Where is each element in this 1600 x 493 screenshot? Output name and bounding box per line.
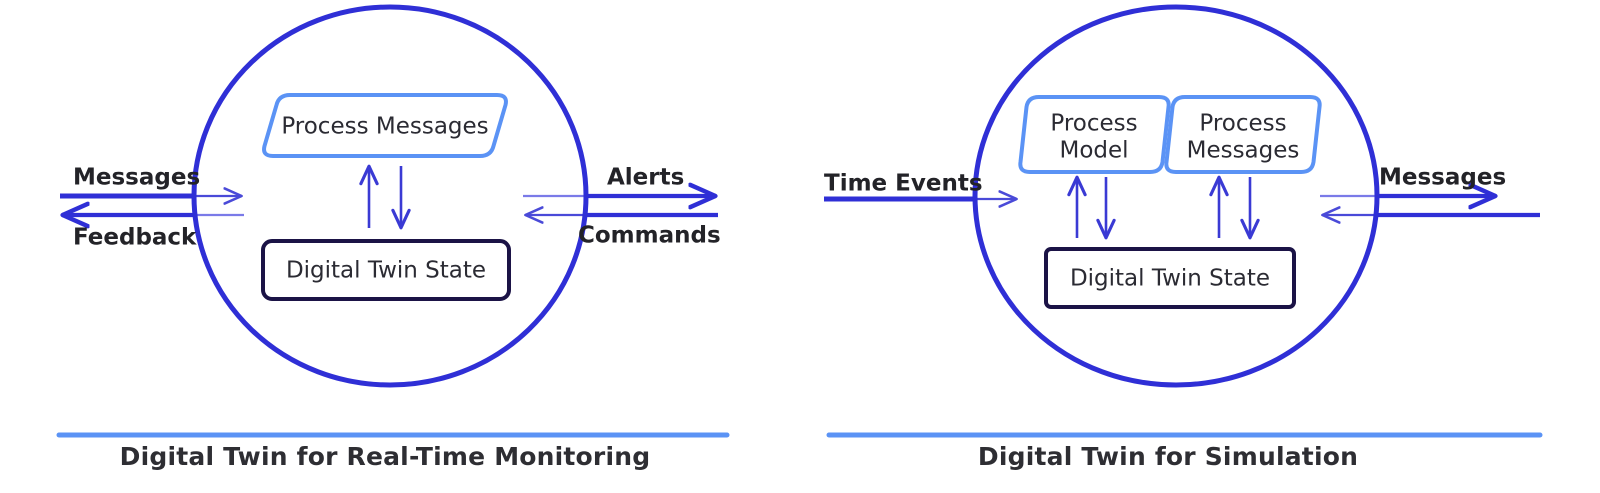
process-box-label-line1: Process — [1050, 111, 1137, 137]
process-box-label: Process Messages — [281, 114, 488, 140]
process-box-shape — [262, 93, 508, 158]
flow-label-messages: Messages — [73, 165, 200, 191]
panel-title-panel1: Digital Twin for Real-Time Monitoring — [120, 442, 651, 471]
flow-label-messages-panel2: Messages — [1379, 165, 1506, 191]
process-box-label-line2: Messages — [1187, 138, 1300, 164]
process-box-label-line2: Model — [1059, 138, 1128, 164]
left-flow-group-panel1 — [60, 196, 244, 215]
panel-simulation: Process Model Process Messages Digital T… — [824, 4, 1543, 471]
internal-flow-group-panel2 — [1067, 175, 1260, 240]
flow-label-alerts: Alerts — [607, 165, 684, 191]
flow-label-time-events: Time Events — [824, 171, 983, 197]
twin-boundary-circle — [191, 4, 589, 388]
state-box-shape — [1044, 247, 1296, 309]
panel-title-panel2: Digital Twin for Simulation — [978, 442, 1358, 471]
state-box-panel2[interactable]: Digital Twin State — [1044, 247, 1296, 309]
process-box-process-messages-panel1[interactable]: Process Messages — [262, 93, 508, 158]
process-box-shape — [1018, 95, 1171, 174]
state-box-panel1[interactable]: Digital Twin State — [261, 239, 511, 301]
state-box-label: Digital Twin State — [286, 258, 486, 284]
state-box-label: Digital Twin State — [1070, 266, 1270, 292]
state-box-shape — [261, 239, 511, 301]
process-box-shape — [1164, 95, 1322, 174]
process-box-process-model-panel2[interactable]: Process Model — [1018, 95, 1171, 174]
twin-boundary-circle-panel2 — [972, 4, 1380, 388]
internal-flow-group-panel1 — [359, 164, 411, 230]
right-flow-group-panel1 — [523, 196, 718, 215]
panel-real-time-monitoring: Process Messages Digital Twin State Mess… — [56, 4, 730, 471]
flow-label-feedback: Feedback — [73, 225, 197, 251]
process-box-label-line1: Process — [1199, 111, 1286, 137]
process-box-process-messages-panel2[interactable]: Process Messages — [1164, 95, 1322, 174]
right-flow-group-panel2 — [1320, 196, 1540, 215]
flow-label-commands: Commands — [578, 223, 721, 249]
